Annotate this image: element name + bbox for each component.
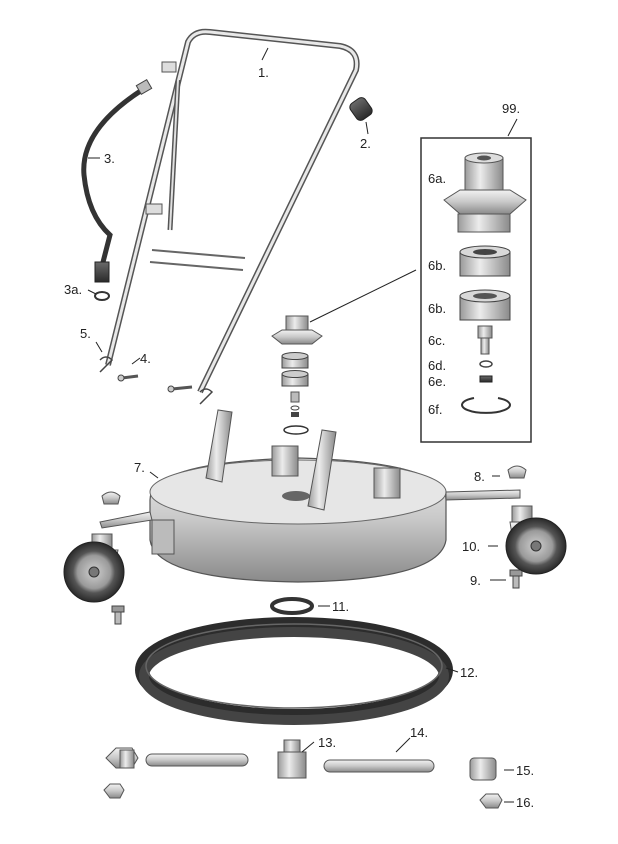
nut-16 bbox=[479, 793, 503, 809]
callout-13: 13. bbox=[318, 735, 336, 750]
callout-7: 7. bbox=[134, 460, 145, 475]
coupling-left bbox=[105, 747, 139, 769]
callout-11: 11. bbox=[332, 599, 349, 614]
callout-3: 3. bbox=[104, 151, 115, 166]
callout-2: 2. bbox=[360, 136, 371, 151]
callout-8: 8. bbox=[474, 469, 485, 484]
bolt-left bbox=[111, 605, 125, 625]
callout-10: 10. bbox=[462, 539, 480, 554]
callout-6d: 6d. bbox=[428, 358, 446, 373]
brush-ring-12 bbox=[135, 617, 453, 725]
callout-6f: 6f. bbox=[428, 402, 442, 417]
ring-6e bbox=[479, 375, 493, 383]
leader-lines bbox=[87, 47, 518, 803]
handle-frame bbox=[105, 28, 360, 394]
callout-3a: 3a. bbox=[64, 282, 82, 297]
callout-6b-lower: 6b. bbox=[428, 301, 446, 316]
spray-bar-left bbox=[145, 753, 249, 767]
swivel-fitting-13 bbox=[277, 739, 307, 779]
shaft-6c bbox=[477, 325, 493, 355]
repair-kit-box bbox=[420, 137, 532, 443]
retaining-clips bbox=[99, 356, 214, 405]
bolt-9 bbox=[509, 569, 523, 589]
callout-16: 16. bbox=[516, 795, 534, 810]
snap-ring-6f bbox=[461, 397, 511, 414]
callout-5: 5. bbox=[80, 326, 91, 341]
o-ring-6d bbox=[479, 360, 493, 368]
callout-14: 14. bbox=[410, 725, 428, 740]
nut-left bbox=[103, 783, 125, 799]
callout-6c: 6c. bbox=[428, 333, 445, 348]
bearing-6b-upper bbox=[459, 245, 511, 277]
caster-wheel-right bbox=[505, 505, 567, 575]
callout-labels: 1. 2. 3. 3a. 4. 5. 99. 6a. 6b. 6b. 6c. 6… bbox=[64, 65, 534, 810]
swivel-body-6a bbox=[443, 152, 527, 233]
spray-bar-14 bbox=[323, 759, 435, 773]
cap-nut-left bbox=[101, 491, 121, 505]
callout-15: 15. bbox=[516, 763, 534, 778]
bolt-pins bbox=[117, 374, 193, 393]
bearing-6b-lower bbox=[459, 289, 511, 321]
callout-6b-upper: 6b. bbox=[428, 258, 446, 273]
cap-nut-8 bbox=[507, 465, 527, 479]
callout-1: 1. bbox=[258, 65, 269, 80]
grip-plug bbox=[349, 97, 373, 121]
gasket-11 bbox=[270, 597, 314, 615]
callout-99: 99. bbox=[502, 101, 520, 116]
callout-4: 4. bbox=[140, 351, 151, 366]
callout-9: 9. bbox=[470, 573, 481, 588]
deck-housing bbox=[99, 409, 521, 583]
callout-6e: 6e. bbox=[428, 374, 446, 389]
swivel-exploded bbox=[271, 315, 323, 435]
callout-6a: 6a. bbox=[428, 171, 446, 186]
hose-assembly bbox=[81, 78, 153, 283]
nozzle-15 bbox=[469, 757, 497, 781]
o-ring-3a bbox=[94, 291, 110, 301]
callout-12: 12. bbox=[460, 665, 478, 680]
caster-wheel-left bbox=[63, 533, 125, 603]
